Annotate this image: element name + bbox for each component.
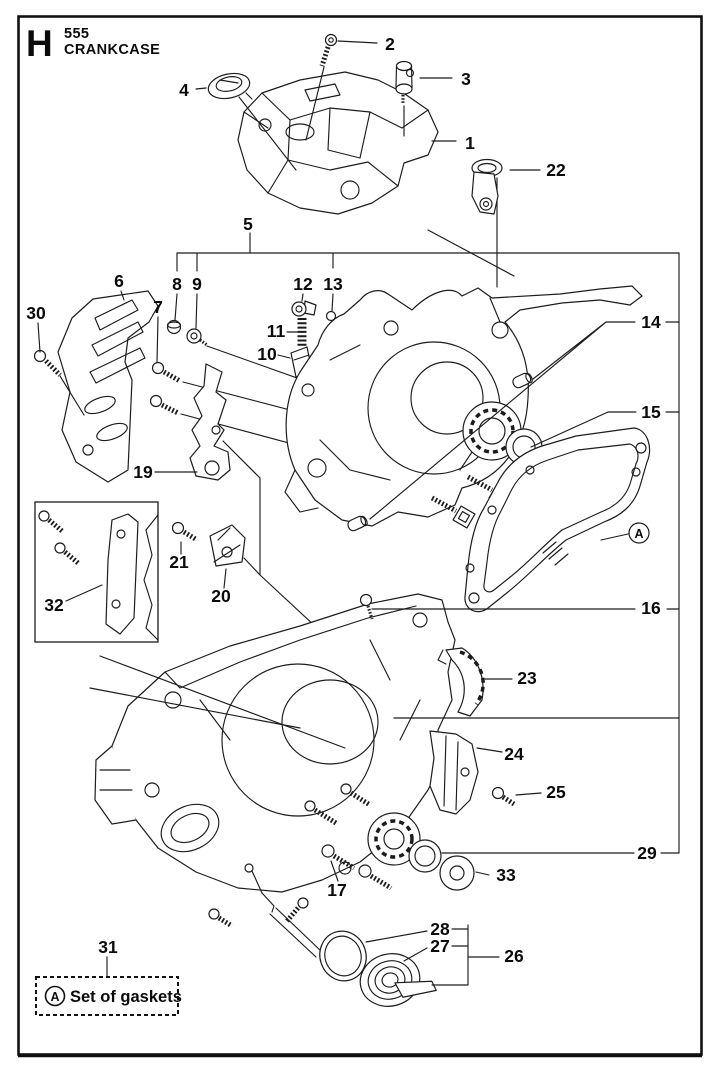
part-gasket (464, 427, 651, 613)
callout-22: 22 (546, 160, 566, 180)
callout-29: 29 (637, 843, 657, 863)
model-number: 555 (64, 26, 89, 42)
part-2-screw (305, 33, 338, 141)
callout-14: 14 (641, 312, 661, 332)
callout-32: 32 (44, 595, 64, 615)
callout-9: 9 (192, 274, 202, 294)
gasket-box-marker-a: A (50, 990, 59, 1004)
callout-19: 19 (133, 462, 153, 482)
part-16-screw (359, 593, 374, 620)
gasket-marker-a: A (600, 522, 650, 544)
part-1-tank (237, 71, 439, 215)
part-23-toothed-segment (437, 647, 485, 717)
callout-24: 24 (504, 744, 524, 764)
gasket-box-label: Set of gaskets (70, 988, 182, 1006)
part-6-guide-plate (57, 290, 159, 483)
part-26-oil-cap (359, 953, 437, 1007)
callout-3: 3 (461, 69, 471, 89)
callout-12: 12 (293, 274, 313, 294)
callout-4: 4 (179, 80, 189, 100)
part-33-washer (439, 855, 475, 891)
gasket-box-marker-circle (44, 985, 66, 1007)
callout-1: 1 (465, 133, 475, 153)
callout-11: 11 (267, 321, 286, 341)
callout-5: 5 (243, 214, 253, 234)
callout-31: 31 (98, 937, 118, 957)
callout-7: 7 (153, 297, 163, 317)
part-29-washer (408, 839, 442, 873)
part-14-dowel-pins (347, 372, 533, 532)
callout-26: 26 (504, 946, 524, 966)
set-of-gaskets-box: A Set of gaskets (35, 976, 182, 1016)
leader-lines (37, 40, 680, 986)
callout-33: 33 (496, 865, 516, 885)
part-19-chain-catcher (189, 363, 331, 641)
callout-30: 30 (26, 303, 46, 323)
part-28-oring (319, 930, 367, 982)
part-22-bracket (471, 158, 503, 288)
part-25-screw (491, 786, 516, 807)
callout-17: 17 (327, 880, 346, 900)
gasket-marker-a-label: A (634, 527, 643, 541)
part-crankcase-half-upper (284, 285, 643, 527)
part-8-cap (166, 319, 182, 335)
part-30-screw (33, 349, 85, 416)
part-ball-bearing-lower (367, 812, 421, 866)
part-20-plate (209, 524, 246, 567)
part-24-cover (429, 730, 479, 815)
callout-28: 28 (430, 919, 450, 939)
callout-13: 13 (323, 274, 343, 294)
part-32-inset-box (34, 501, 159, 643)
callout-16: 16 (641, 598, 661, 618)
part-crankcase-half-lower (89, 593, 456, 893)
section-letter: H (26, 23, 53, 64)
callout-10: 10 (257, 344, 277, 364)
callout-6: 6 (114, 271, 124, 291)
callout-8: 8 (172, 274, 182, 294)
section-title: CRANKCASE (64, 42, 160, 58)
part-4-cap (207, 72, 297, 171)
section-header: H 555 CRANKCASE (26, 23, 160, 64)
part-17-screws (304, 783, 393, 891)
callout-25: 25 (546, 782, 566, 802)
part-21-screw (171, 521, 199, 543)
callout-21: 21 (169, 552, 189, 572)
callout-15: 15 (641, 402, 661, 422)
callout-27: 27 (430, 936, 449, 956)
callout-20: 20 (211, 586, 231, 606)
part-3-plug (395, 60, 415, 137)
callout-numbers: 1 2 3 4 5 6 7 8 9 10 11 12 13 14 15 16 1… (26, 34, 661, 966)
part-oil-pickup (208, 863, 323, 958)
callout-2: 2 (385, 34, 395, 54)
callout-23: 23 (517, 668, 537, 688)
part-12-knob (291, 300, 317, 317)
